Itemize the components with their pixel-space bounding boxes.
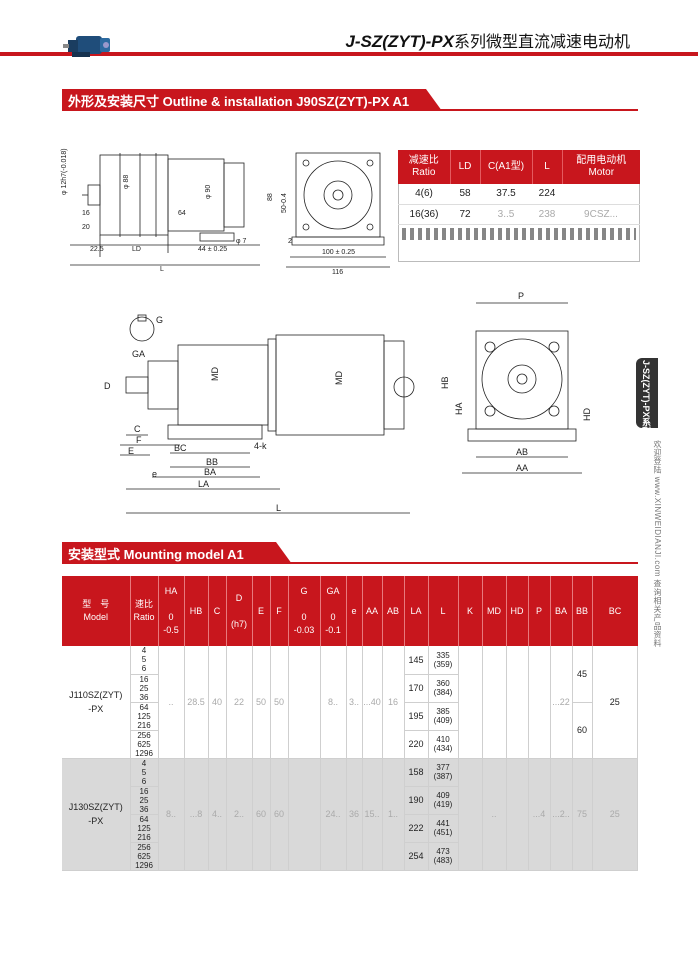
dim-20: 20	[82, 224, 90, 231]
col-ba: BA	[550, 576, 573, 646]
page-title-latin: J-SZ(ZYT)-PX	[345, 32, 454, 51]
label-ba: BA	[204, 467, 216, 477]
page-title: J-SZ(ZYT)-PX系列微型直流减速电动机	[345, 28, 630, 52]
table-row: 256 625 1296 254 473(483)	[62, 842, 638, 871]
col-p: P	[528, 576, 551, 646]
label-aa: AA	[516, 463, 528, 473]
dim-44: 44 ± 0.25	[198, 246, 227, 253]
label-l: L	[276, 503, 281, 513]
label-hd: HD	[582, 408, 592, 421]
dim-22-5: 22.5	[90, 246, 104, 253]
col-f: F	[270, 576, 289, 646]
dim-116: 116	[332, 269, 343, 275]
col-e: E	[252, 576, 271, 646]
section-mounting-underline	[290, 562, 638, 564]
website-url-vertical: 欢迎登陆 www.XINWEIDIANJI.com 查询相关产品资料	[653, 440, 662, 648]
label-md-motor: MD	[334, 371, 344, 385]
table-row: 16 25 36 190 409(419)	[62, 786, 638, 815]
series-side-tab-label: J-SZ(ZYT)-PX系列 Series J-SZ(ZYT)-PX	[641, 360, 651, 526]
dim-phi7: φ 7	[236, 238, 246, 245]
mounting-drawing: G GA D MD MD C F E BC BB BA 4-k e LA L P…	[104, 291, 592, 514]
model-cell-j110: J110SZ(ZYT)-PX	[62, 646, 131, 759]
table-row: J110SZ(ZYT)-PX 4 5 6 .. 28.5 40 22 50 50…	[62, 646, 638, 759]
dim-2: 2	[288, 238, 292, 245]
col-k: K	[458, 576, 483, 646]
outline-drawing-side-view: 22.5 LD L 16 20 64 44 ± 0.25 φ 7 φ 88 φ …	[61, 148, 390, 275]
dim-16: 16	[82, 210, 90, 217]
label-ha: HA	[454, 402, 464, 415]
col-l: L	[428, 576, 459, 646]
page-title-cn: 系列微型直流减速电动机	[453, 34, 630, 51]
table-row: 256 625 1296 220 410(434)	[62, 730, 638, 759]
table-row: 16 25 36 170 360(384)	[62, 674, 638, 703]
dim-l: L	[160, 266, 164, 273]
dim-phi12h7: φ 12h7(-0.018)	[61, 148, 68, 195]
table-row: J130SZ(ZYT)-PX 4 5 6 8.. ...8 4.. 2.. 60…	[62, 758, 638, 871]
col-hd: HD	[506, 576, 529, 646]
dim-phi90: φ 90	[205, 185, 212, 199]
ratio-table-row: 16(36) 72 3..5 238 9CSZ...	[398, 204, 640, 225]
table-row: 64 125 216 222 441(451)	[62, 814, 638, 843]
ratio-header-c: C(A1型)	[480, 150, 533, 184]
motor-thumbnail-image	[63, 36, 110, 57]
col-c: C	[208, 576, 227, 646]
col-bc: BC	[592, 576, 638, 646]
ratio-table-row: 4(6) 58 37.5 224	[398, 184, 640, 205]
label-e-small: e	[152, 469, 157, 479]
dim-100: 100 ± 0.25	[322, 249, 355, 256]
dim-50: 50-0.4	[281, 193, 288, 213]
section-outline-underline	[440, 109, 638, 111]
header-rule	[0, 52, 698, 56]
label-ga: GA	[132, 349, 145, 359]
label-e: E	[128, 446, 134, 456]
col-ab: AB	[382, 576, 405, 646]
label-md-gear: MD	[210, 367, 220, 381]
blurred-checker-strip	[402, 228, 636, 240]
section-outline-label: 外形及安装尺寸 Outline & installation J90SZ(ZYT…	[68, 93, 410, 109]
label-ab: AB	[516, 447, 528, 457]
label-d: D	[104, 381, 111, 391]
label-g: G	[156, 315, 163, 325]
model-cell-j130: J130SZ(ZYT)-PX	[62, 758, 131, 871]
section-outline-header: 外形及安装尺寸 Outline & installation J90SZ(ZYT…	[62, 89, 442, 111]
col-d: D(h7)	[226, 576, 253, 646]
series-side-tab	[636, 358, 658, 428]
col-e-small: e	[346, 576, 363, 646]
section-mounting-header: 安装型式 Mounting model A1	[62, 542, 292, 564]
col-bb: BB	[572, 576, 593, 646]
col-hb: HB	[184, 576, 209, 646]
col-aa: AA	[362, 576, 383, 646]
label-bc: BC	[174, 443, 187, 453]
table-row: 64 125 216 195 385(409) 60	[62, 702, 638, 759]
col-md: MD	[482, 576, 507, 646]
dim-ld: LD	[132, 246, 141, 253]
col-la: LA	[404, 576, 429, 646]
ratio-header-ld: LD	[450, 150, 481, 184]
label-hb: HB	[440, 376, 450, 389]
dim-88-h: 88	[267, 193, 274, 201]
label-la: LA	[198, 479, 209, 489]
ratio-header-l: L	[532, 150, 563, 184]
label-f: F	[136, 435, 142, 445]
section-mounting-label: 安装型式 Mounting model A1	[68, 546, 244, 562]
label-p: P	[518, 291, 524, 301]
dim-phi88: φ 88	[123, 175, 130, 189]
dim-64: 64	[178, 210, 186, 217]
label-c: C	[134, 424, 141, 434]
label-4k: 4-k	[254, 441, 267, 451]
label-bb: BB	[206, 457, 218, 467]
